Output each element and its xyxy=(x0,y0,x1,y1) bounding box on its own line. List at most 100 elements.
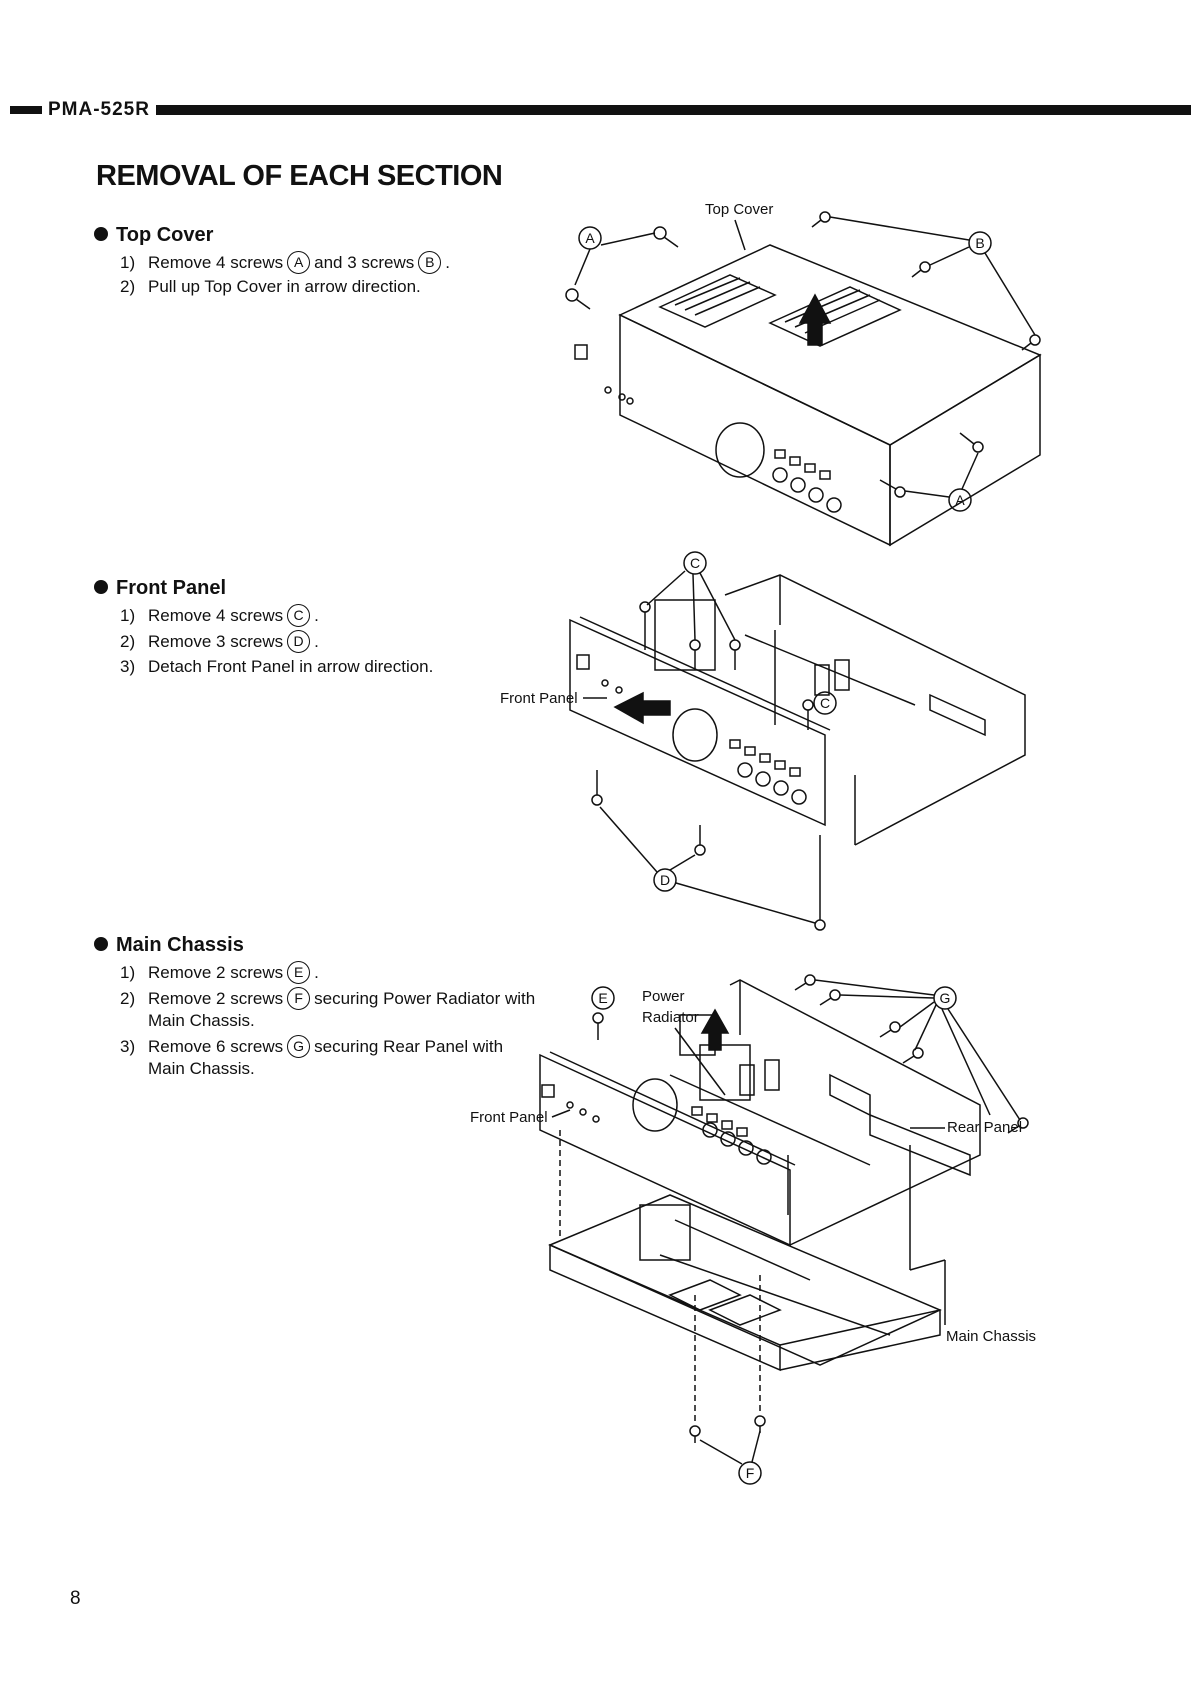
screw-icon xyxy=(794,974,816,991)
callout-a-label: A xyxy=(585,230,595,246)
screw-callout: F xyxy=(287,987,311,1010)
top-cover-diagram: A Top Cover B A xyxy=(565,201,1042,547)
callout-d-label: D xyxy=(660,872,670,888)
step-text: Remove 6 screws xyxy=(148,1037,284,1056)
section-title-text: Top Cover xyxy=(116,224,214,246)
step-text: . xyxy=(314,963,319,982)
front-panel-diagram: Front Panel C C D xyxy=(500,551,1026,931)
label-front-panel-2: Front Panel xyxy=(470,1109,548,1126)
step-text: Remove 4 screws xyxy=(148,253,284,272)
screw-icon xyxy=(729,639,741,670)
screw-icon xyxy=(1007,1117,1029,1134)
header-rule-graphic xyxy=(0,105,1191,115)
callout-f-label: F xyxy=(746,1465,755,1481)
step-text: securing Rear Panel with xyxy=(314,1037,504,1056)
step-text: Remove 2 screws xyxy=(148,989,284,1008)
callout-a2-label: A xyxy=(955,492,965,508)
upper-assembly xyxy=(539,979,981,1247)
screw-icon xyxy=(689,639,701,670)
page-title: REMOVAL OF EACH SECTION xyxy=(96,160,503,192)
screw-callout: A xyxy=(287,251,311,274)
callout-f-circle xyxy=(738,1461,762,1485)
screw-icon xyxy=(653,226,679,248)
step-number: 2) xyxy=(120,632,136,651)
callout-a2-circle xyxy=(948,488,972,512)
section-title: Front Panel xyxy=(94,577,433,600)
screw-callout: E xyxy=(287,961,311,984)
screw-icon xyxy=(879,479,906,498)
section-title-text: Main Chassis xyxy=(116,934,244,956)
screw-icon xyxy=(911,261,931,278)
bullet-icon xyxy=(94,580,108,594)
callout-c-circle xyxy=(683,551,707,575)
screw-icon xyxy=(565,288,591,310)
callout-c2-circle xyxy=(813,691,837,715)
screw-icon xyxy=(902,1047,924,1064)
step-number: 3) xyxy=(120,657,136,676)
header-rule xyxy=(0,104,1191,116)
up-arrow-icon-2 xyxy=(700,1008,730,1051)
label-top-cover: Top Cover xyxy=(705,201,773,218)
screw-icon xyxy=(591,770,603,806)
step-number: 1) xyxy=(120,606,136,625)
step: 2) Pull up Top Cover in arrow direction. xyxy=(120,276,450,298)
main-chassis-diagram: Front Panel E Power Radiator G Rear Pane… xyxy=(470,974,1036,1485)
callout-c-label: C xyxy=(690,555,700,571)
screw-icon xyxy=(639,601,651,650)
bullet-icon xyxy=(94,227,108,241)
bullet-icon xyxy=(94,937,108,951)
step-text: . xyxy=(314,632,319,651)
screw-icon xyxy=(959,432,984,453)
screw-icon xyxy=(689,1425,701,1443)
label-radiator: Radiator xyxy=(642,1009,699,1026)
model-text: PMA-525R xyxy=(48,99,150,120)
step-text: and 3 screws xyxy=(314,253,415,272)
screw-callout: G xyxy=(287,1035,311,1058)
screw-callout: D xyxy=(287,630,311,653)
step-number: 2) xyxy=(120,989,136,1008)
callout-e-label: E xyxy=(598,990,607,1006)
section-title: Main Chassis xyxy=(94,934,535,957)
up-arrow-icon xyxy=(798,293,832,346)
step-text: Pull up Top Cover in arrow direction. xyxy=(148,277,421,296)
step-text-continued: Main Chassis. xyxy=(148,1059,255,1078)
step-text: Detach Front Panel in arrow direction. xyxy=(148,657,434,676)
chassis-unit xyxy=(654,574,1026,846)
model-lead-bar xyxy=(10,105,42,114)
front-panel-unit xyxy=(569,616,831,827)
page-number: 8 xyxy=(70,1588,81,1609)
callout-e-circle xyxy=(591,986,615,1010)
screw-callout: C xyxy=(287,604,311,627)
screw-icon xyxy=(819,989,841,1006)
screw-icon xyxy=(754,1415,766,1433)
step-number: 3) xyxy=(120,1037,136,1056)
section-title-text: Front Panel xyxy=(116,577,227,599)
screw-icon xyxy=(879,1021,901,1038)
screw-icon xyxy=(802,699,814,730)
label-power: Power xyxy=(642,988,685,1005)
screw-callout: B xyxy=(418,251,442,274)
step-text: Remove 2 screws xyxy=(148,963,284,982)
callout-b-circle xyxy=(968,231,992,255)
step-text: . xyxy=(314,606,319,625)
step-number: 1) xyxy=(120,963,136,982)
callout-b-label: B xyxy=(975,235,984,251)
step-text: Remove 4 screws xyxy=(148,606,284,625)
step: 3) Detach Front Panel in arrow direction. xyxy=(120,656,433,678)
screw-icon xyxy=(814,835,826,931)
step-text: Remove 3 screws xyxy=(148,632,284,651)
callout-c2-label: C xyxy=(820,695,830,711)
screw-icon xyxy=(694,825,706,856)
step-number: 2) xyxy=(120,277,136,296)
screw-icon xyxy=(1021,334,1041,351)
model-label: PMA-525R xyxy=(0,100,156,120)
